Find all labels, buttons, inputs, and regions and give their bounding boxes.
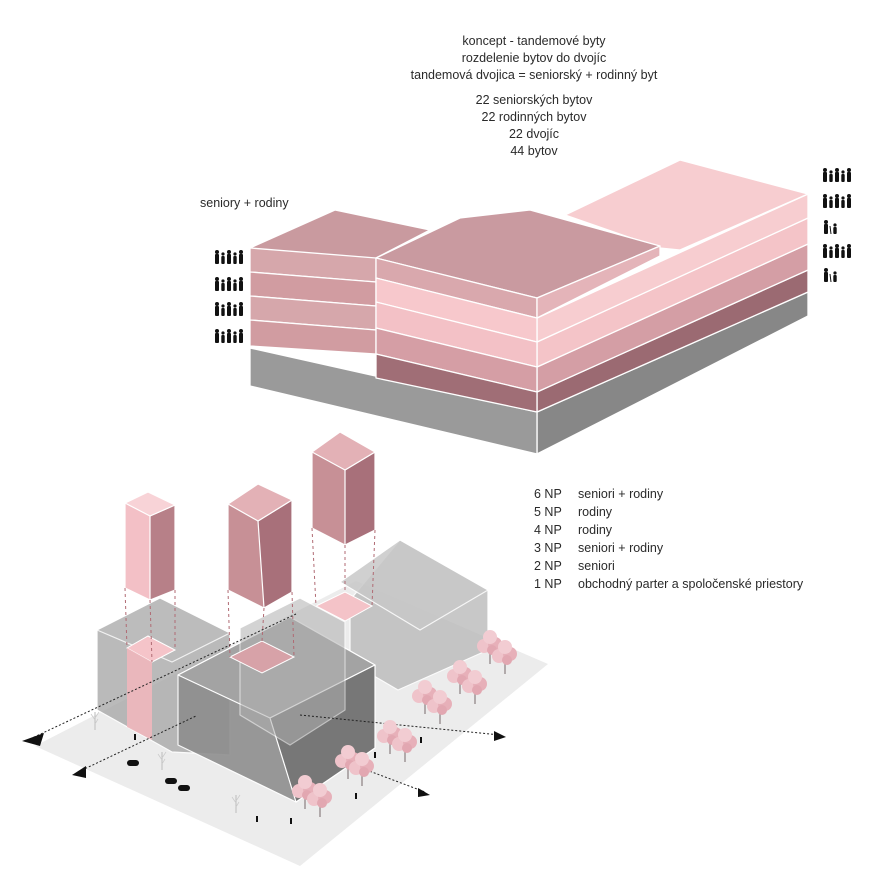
- central-block: [375, 209, 661, 413]
- family-group-icon: [215, 329, 243, 343]
- family-group-icon: [823, 244, 851, 258]
- header-line-3: tandemová dvojica = seniorský + rodinný …: [411, 68, 658, 82]
- family-group-icon: [823, 194, 851, 208]
- senior-figure-icon: [823, 267, 838, 283]
- floor-label-2: seniori: [578, 559, 615, 573]
- stat-total: 44 bytov: [510, 144, 558, 158]
- floor-level-2: 2 NP: [534, 559, 562, 573]
- floor-label-1: obchodný parter a spoločenské priestory: [578, 577, 804, 591]
- block-label: seniory + rodiny: [200, 196, 289, 210]
- family-group-icon: [215, 250, 243, 264]
- family-group-icon: [823, 168, 851, 182]
- cars: [127, 760, 190, 791]
- floor-label-5: rodiny: [578, 505, 613, 519]
- family-group-icon: [215, 277, 243, 291]
- section-arrow-icon: [22, 733, 44, 746]
- left-block: [249, 209, 538, 455]
- car-icon: [178, 785, 190, 791]
- stat-seniors: 22 seniorských bytov: [476, 93, 593, 107]
- floor-level-5: 5 NP: [534, 505, 562, 519]
- section-arrow-icon: [72, 766, 86, 778]
- site-axonometric: [22, 431, 548, 866]
- family-group-icon: [215, 302, 243, 316]
- car-icon: [127, 760, 139, 766]
- floor-level-3: 3 NP: [534, 541, 562, 555]
- left-icon-column: [215, 250, 243, 343]
- floor-label-3: seniori + rodiny: [578, 541, 664, 555]
- section-arrow-icon: [418, 788, 430, 797]
- floor-level-4: 4 NP: [534, 523, 562, 537]
- floor-level-1: 1 NP: [534, 577, 562, 591]
- senior-figure-icon: [823, 219, 838, 235]
- header-line-2: rozdelenie bytov do dvojíc: [462, 51, 607, 65]
- right-icon-column: [823, 168, 851, 283]
- stacked-building-axonometric: [249, 159, 809, 455]
- section-arrow-icon: [494, 731, 506, 741]
- car-icon: [165, 778, 177, 784]
- stats-list: 22 seniorských bytov 22 rodinných bytov …: [476, 93, 593, 158]
- floor-legend: 6 NP seniori + rodiny 5 NP rodiny 4 NP r…: [534, 487, 804, 591]
- floor-label-6: seniori + rodiny: [578, 487, 664, 501]
- header-line-1: koncept - tandemové byty: [462, 34, 606, 48]
- stat-pairs: 22 dvojíc: [509, 127, 559, 141]
- floor-label-4: rodiny: [578, 523, 613, 537]
- concept-header: koncept - tandemové byty rozdelenie byto…: [411, 34, 658, 82]
- right-wing: [536, 159, 809, 455]
- floor-level-6: 6 NP: [534, 487, 562, 501]
- stat-families: 22 rodinných bytov: [482, 110, 588, 124]
